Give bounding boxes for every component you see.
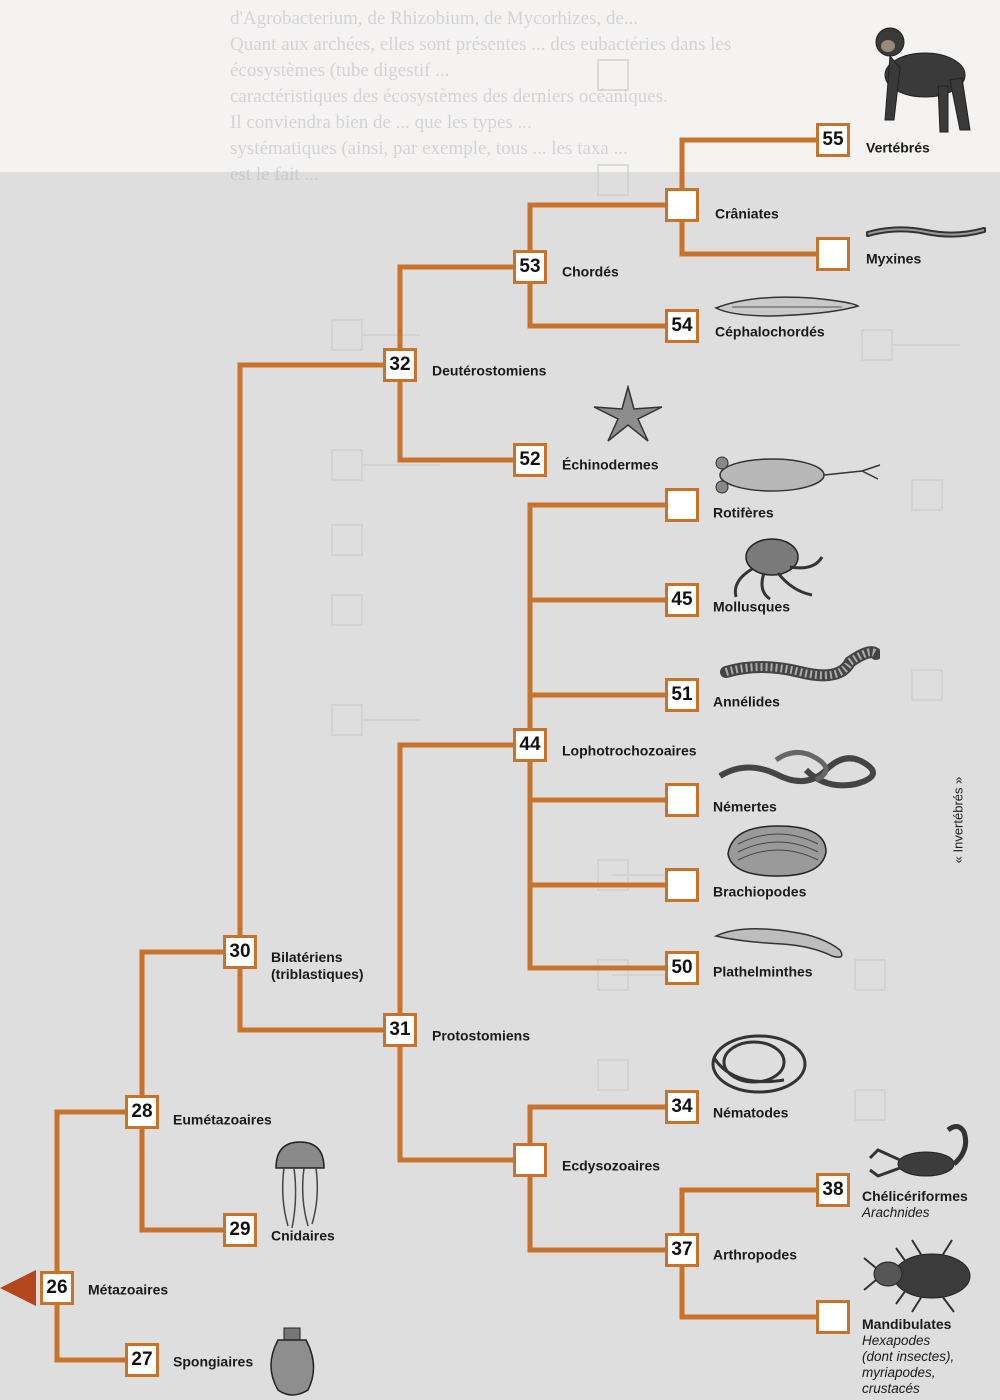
label-arthropodes: Arthropodes: [713, 1246, 797, 1263]
node-brachiopodes: [665, 868, 699, 902]
label-nematodes: Nématodes: [713, 1104, 789, 1121]
node-53-chordes: 53: [513, 250, 547, 284]
label-bilateriens: Bilatériens (triblastiques): [271, 949, 364, 983]
label-deuterostomiens: Deutérostomiens: [432, 362, 547, 379]
node-31-protostomiens: 31: [383, 1013, 417, 1047]
label-mandibulates-name: Mandibulates: [862, 1316, 952, 1332]
node-52-echinodermes: 52: [513, 443, 547, 477]
node-rotiferes: [665, 488, 699, 522]
label-lophotrochozoaires: Lophotrochozoaires: [562, 742, 697, 759]
node-34-nematodes: 34: [665, 1090, 699, 1124]
label-arachnides: Arachnides: [862, 1205, 930, 1220]
node-29-cnidaires: 29: [223, 1213, 257, 1247]
node-50-plathelminthes: 50: [665, 951, 699, 985]
rotifer-icon: [715, 456, 881, 494]
brachiopod-shell-icon: [727, 825, 827, 877]
annelid-worm-icon: [720, 646, 880, 682]
node-mandibulates: [816, 1300, 850, 1334]
background-text-line: Il conviendra bien de ... que les types …: [230, 112, 532, 133]
label-vertebres: Vertébrés: [866, 139, 930, 156]
label-brachiopodes: Brachiopodes: [713, 883, 807, 900]
node-craniates: [665, 188, 699, 222]
lancelet-icon: [714, 296, 860, 317]
label-echinodermes: Échinodermes: [562, 456, 659, 473]
label-hexapodes: Hexapodes: [862, 1333, 931, 1348]
nemertean-icon: [718, 750, 876, 789]
label-crustaces: crustacés: [862, 1381, 920, 1396]
label-mandibulates: Mandibulates Hexapodes (dont insectes), …: [862, 1316, 954, 1397]
node-28-eumetazoaires: 28: [125, 1095, 159, 1129]
node-nemertes: [665, 783, 699, 817]
hagfish-icon: [866, 226, 986, 238]
background-text-line: caractéristiques des écosystèmes des der…: [230, 86, 668, 107]
node-54-cephalochordes: 54: [665, 309, 699, 343]
node-55-vertebres: 55: [816, 123, 850, 157]
node-51-annelides: 51: [665, 678, 699, 712]
sponge-icon: [270, 1327, 315, 1396]
background-text-line: d'Agrobacterium, de Rhizobium, de Mycorh…: [230, 8, 639, 29]
label-cheliceriformes: Chélicériformes Arachnides: [862, 1188, 968, 1221]
background-bleed-text: d'Agrobacterium, de Rhizobium, de Mycorh…: [230, 6, 990, 188]
label-cnidaires: Cnidaires: [271, 1227, 335, 1244]
node-45-mollusques: 45: [665, 583, 699, 617]
jellyfish-icon: [275, 1141, 325, 1229]
label-cheliceriformes-name: Chélicériformes: [862, 1188, 968, 1204]
label-mollusques: Mollusques: [713, 598, 791, 615]
node-44-lophotrochozoaires: 44: [513, 728, 547, 762]
node-38-cheliceriformes: 38: [816, 1173, 850, 1207]
background-text-line: est le fait ...: [230, 164, 319, 185]
node-30-bilateriens: 30: [223, 935, 257, 969]
node-27-spongiaires: 27: [125, 1343, 159, 1377]
label-myriapodes: myriapodes,: [862, 1365, 936, 1380]
node-37-arthropodes: 37: [665, 1233, 699, 1267]
node-32-deuterostomiens: 32: [383, 348, 417, 382]
label-annelides: Annélides: [713, 693, 780, 710]
node-myxines: [816, 237, 850, 271]
flatworm-icon: [713, 928, 843, 958]
background-text-line: écosystèmes (tube digestif ...: [230, 60, 450, 81]
label-rotiferes: Rotifères: [713, 504, 774, 521]
label-nemertes: Némertes: [713, 798, 777, 815]
scorpion-icon: [868, 1124, 969, 1178]
starfish-icon: [593, 385, 663, 442]
node-ecdysozoaires: [513, 1143, 547, 1177]
label-chordes: Chordés: [562, 263, 619, 280]
label-cephalochordes: Céphalochordés: [715, 323, 825, 340]
background-text-line: systématiques (ainsi, par exemple, tous …: [230, 138, 628, 159]
beetle-icon: [863, 1239, 971, 1313]
label-spongiaires: Spongiaires: [173, 1353, 254, 1370]
label-triblastiques: (triblastiques): [271, 966, 364, 982]
label-eumetazoaires: Eumétazoaires: [173, 1111, 272, 1128]
invertebres-label: « Invertébrés »: [950, 776, 966, 864]
node-26-metazoaires: 26: [40, 1271, 74, 1305]
label-ecdysozoaires: Ecdysozoaires: [562, 1157, 661, 1174]
nematode-icon: [711, 1034, 807, 1094]
label-craniates: Crâniates: [715, 205, 779, 222]
label-plathelminthes: Plathelminthes: [713, 963, 813, 980]
label-bilateriens-name: Bilatériens: [271, 949, 343, 965]
label-myxines: Myxines: [866, 250, 922, 267]
bleed-through-shapes: [331, 59, 960, 1121]
label-metazoaires: Métazoaires: [88, 1281, 169, 1298]
octopus-icon: [733, 538, 824, 601]
root-arrow-icon: [0, 1270, 36, 1306]
label-protostomiens: Protostomiens: [432, 1027, 531, 1044]
background-text-line: Quant aux archées, elles sont présentes …: [230, 34, 732, 55]
label-dont-insectes: (dont insectes),: [862, 1349, 955, 1364]
chimpanzee-icon: [875, 27, 971, 133]
